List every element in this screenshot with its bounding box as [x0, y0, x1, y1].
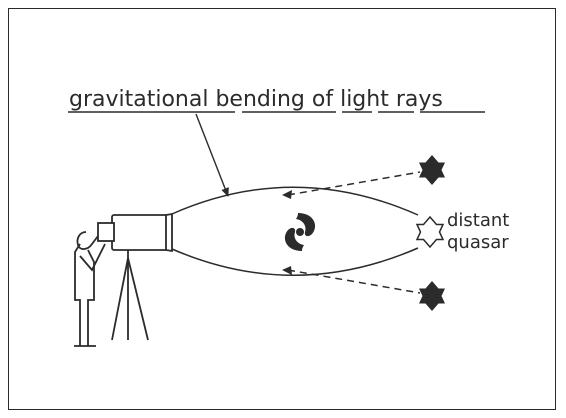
image-star-icon: [419, 155, 445, 185]
image-star-icon: [419, 281, 445, 311]
quasar-label-line1: distant: [447, 210, 509, 231]
lower-apparent-ray: [287, 269, 421, 294]
upper-light-ray: [171, 186, 419, 216]
telescope-icon: [97, 212, 173, 341]
apparent-rays: [287, 171, 421, 294]
light-rays: [171, 186, 419, 276]
quasar-label-line2: quasar: [447, 232, 509, 253]
observer-figure: [74, 231, 106, 347]
quasar-star-icon: [415, 215, 445, 249]
galaxy-icon: [284, 213, 316, 251]
lower-light-ray: [171, 247, 419, 276]
pointer-arrow: [195, 113, 229, 197]
diagram-title: gravitational bending of light rays: [69, 87, 443, 112]
upper-apparent-ray: [287, 171, 421, 196]
ray-arrowheads: [282, 190, 292, 275]
diagram-frame: [8, 8, 556, 410]
